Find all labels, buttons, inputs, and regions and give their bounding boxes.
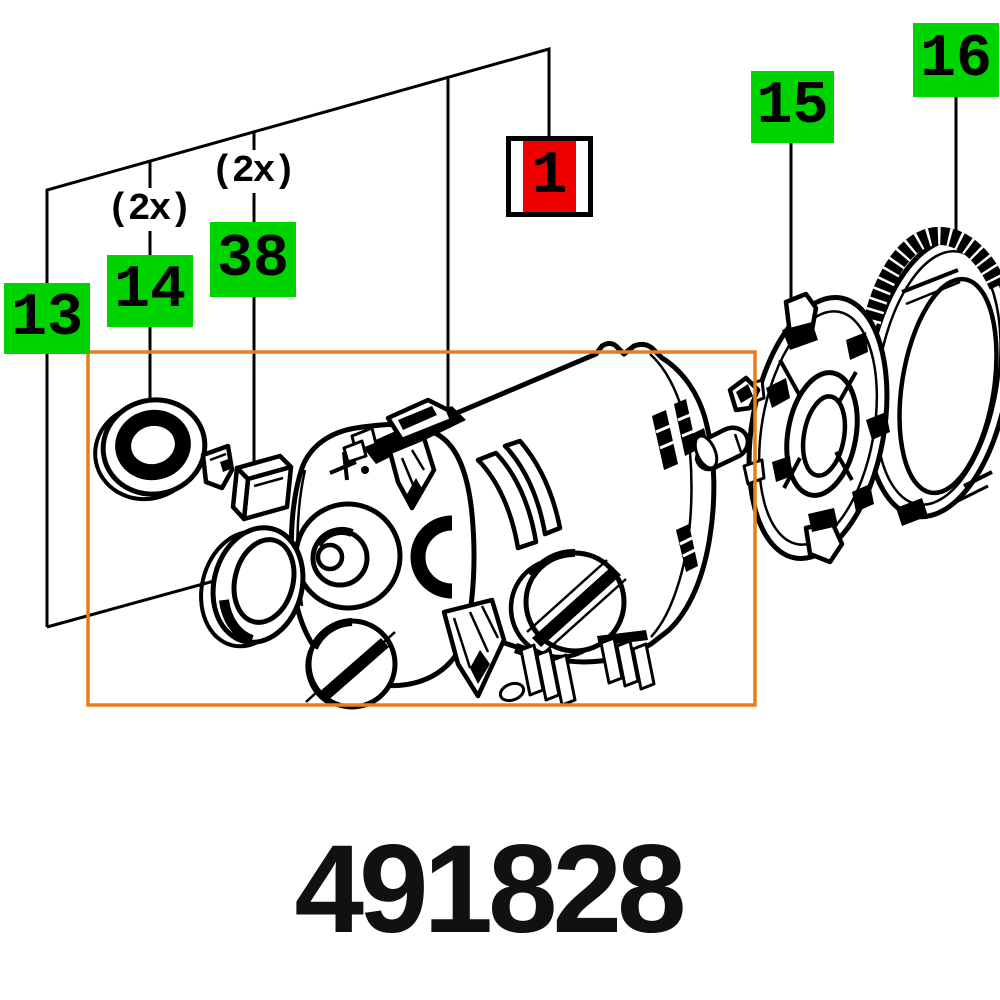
callout-1-number: 1 bbox=[531, 142, 568, 211]
part-38-carbon-brush bbox=[200, 443, 294, 522]
brush-straps bbox=[475, 438, 563, 551]
armature bbox=[508, 549, 656, 707]
panel-outline bbox=[45, 47, 551, 629]
lower-seal-ring bbox=[199, 525, 306, 649]
selection-highlight-box bbox=[86, 350, 757, 707]
bearing-cap bbox=[305, 618, 398, 710]
callout-16[interactable]: 16 bbox=[913, 23, 999, 97]
callout-1-selected[interactable]: 1 bbox=[506, 136, 593, 217]
callout-13[interactable]: 13 bbox=[4, 283, 90, 354]
motor-end-cap bbox=[288, 421, 477, 689]
brush-tower bbox=[342, 397, 466, 511]
qty-note-38: (2x) bbox=[208, 150, 298, 193]
callout-1-red-stripe: 1 bbox=[523, 141, 576, 212]
callout-38[interactable]: 38 bbox=[210, 222, 296, 297]
qty-note-14: (2x) bbox=[104, 188, 194, 231]
callout-14[interactable]: 14 bbox=[107, 255, 193, 327]
part-14-bearing-ring bbox=[93, 397, 208, 502]
callout-15[interactable]: 15 bbox=[751, 71, 834, 143]
part-16-ring bbox=[862, 226, 1000, 526]
wire-bracket bbox=[441, 597, 526, 703]
part-number: 491828 bbox=[294, 820, 686, 959]
motor-shaft bbox=[692, 425, 751, 472]
